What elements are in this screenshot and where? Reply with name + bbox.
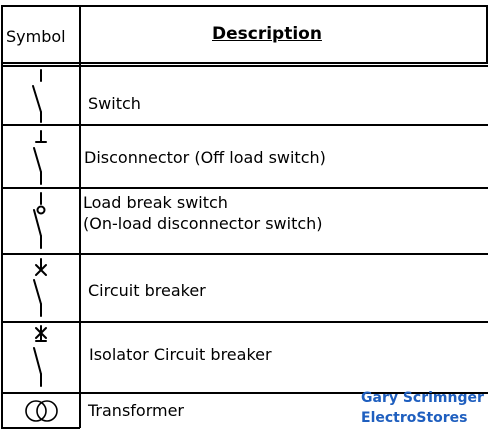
load-break-switch-icon <box>33 192 46 249</box>
credit-org: ElectroStores <box>361 410 468 426</box>
row-disconnector-description: Disconnector (Off load switch) <box>84 148 326 167</box>
transformer-icon <box>25 400 58 422</box>
row-load-break-line2: (On-load disconnector switch) <box>83 214 323 233</box>
switch-icon <box>32 69 42 123</box>
row-switch-description: Switch <box>88 94 141 113</box>
header-description: Description <box>212 24 322 44</box>
header-symbol: Symbol <box>6 27 66 46</box>
credit-author: Gary Scrimnger <box>361 390 484 406</box>
disconnector-icon <box>33 130 47 185</box>
isolator-circuit-breaker-icon <box>33 325 47 387</box>
row-isolator-description: Isolator Circuit breaker <box>89 345 272 364</box>
row-transformer-description: Transformer <box>88 401 185 420</box>
row-circuit-breaker-description: Circuit breaker <box>88 281 206 300</box>
circuit-breaker-icon <box>33 258 47 317</box>
row-load-break-line1: Load break switch <box>83 193 228 212</box>
